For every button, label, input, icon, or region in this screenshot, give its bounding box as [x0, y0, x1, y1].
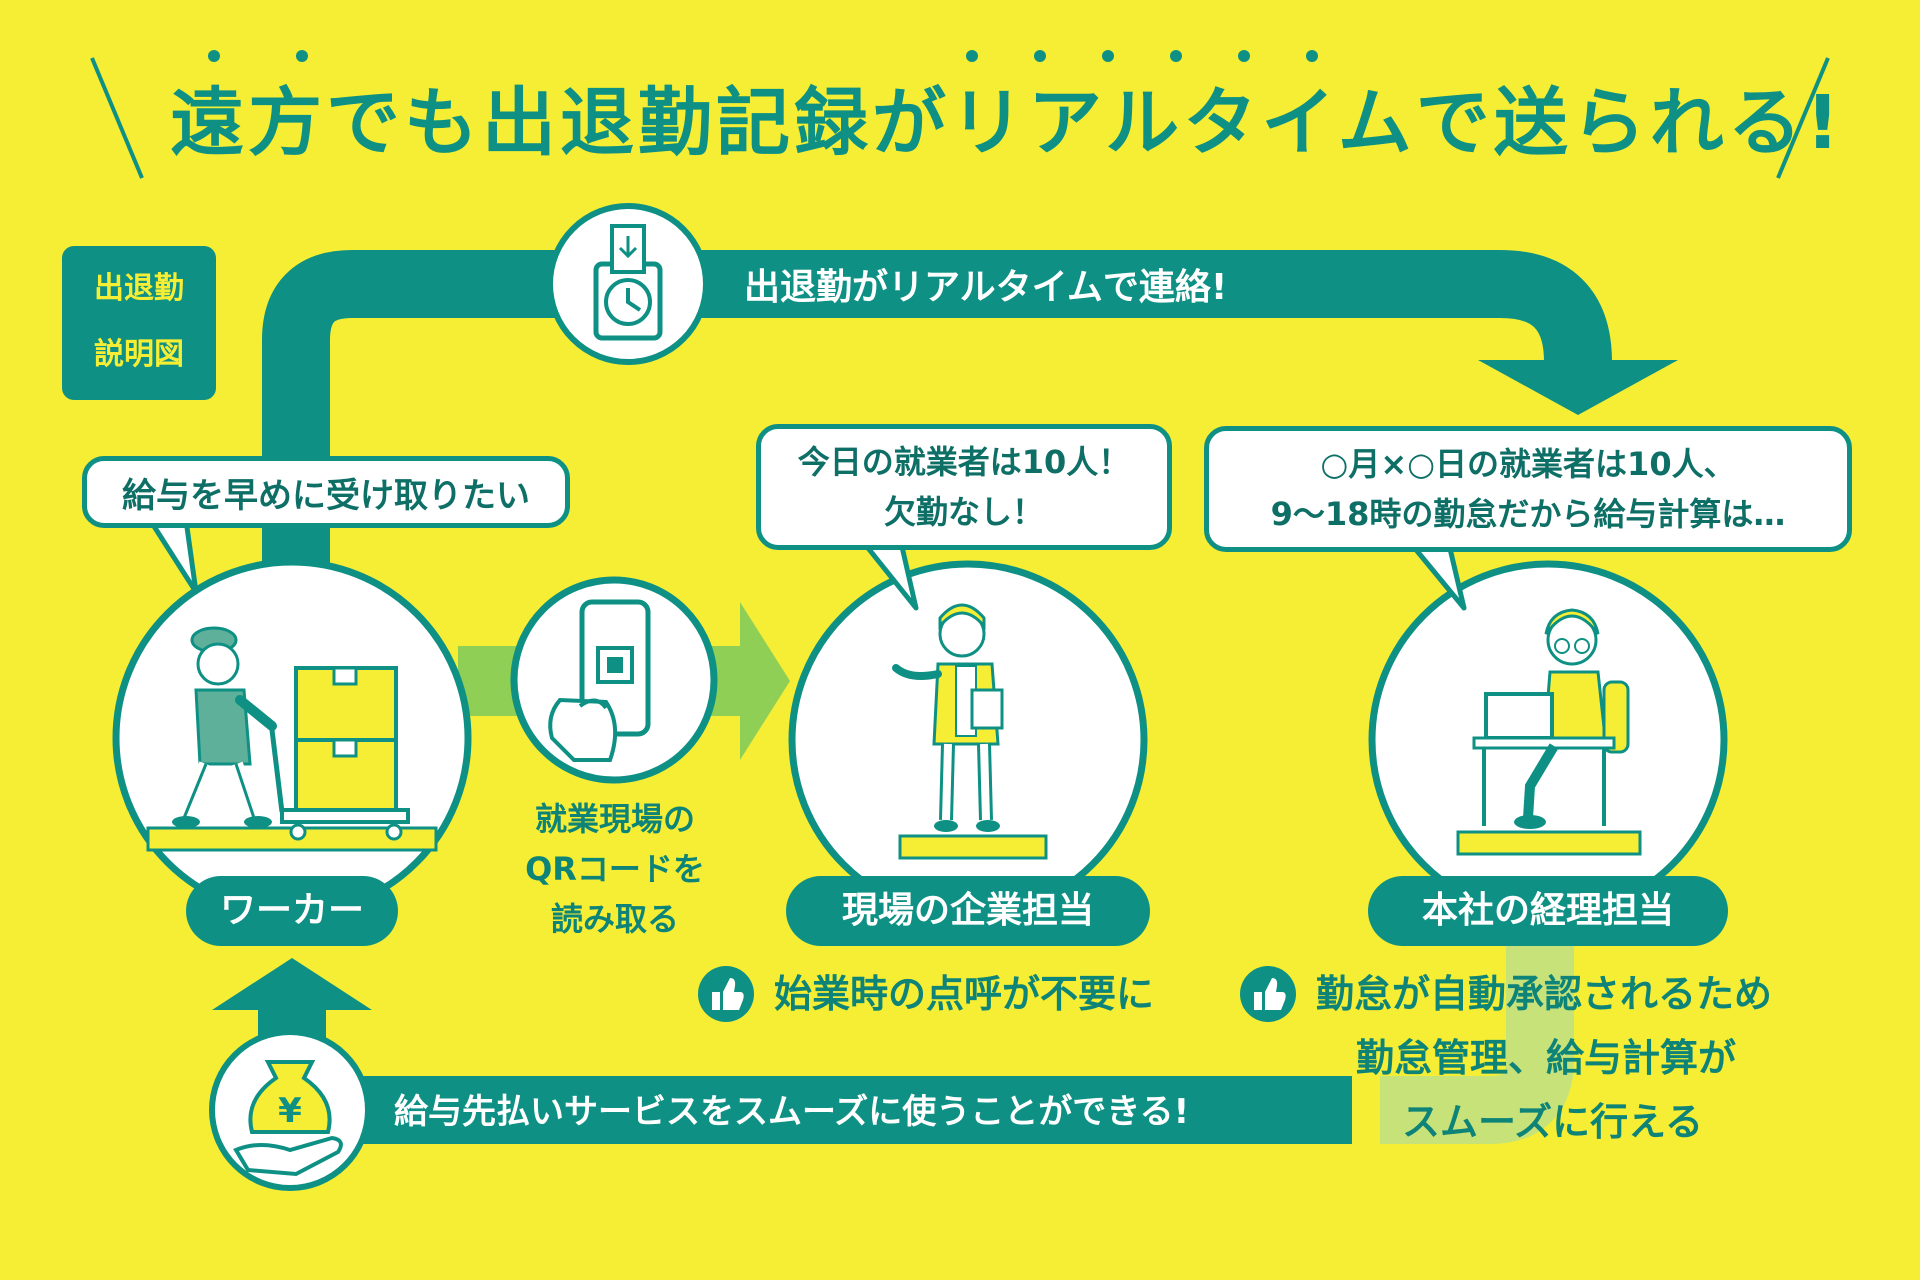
tag-line-1: 出退勤: [94, 271, 184, 306]
title-slash-right: [1776, 57, 1830, 179]
qr-caption-line-3: 読み取る: [550, 900, 679, 938]
svg-text:¥: ¥: [278, 1091, 302, 1131]
site-manager-speech-bubble: 今日の就業者は10人！ 欠勤なし！: [756, 424, 1172, 550]
worker-bubble-text: 給与を早めに受け取りたい: [122, 475, 530, 516]
top-arrow-head: [1478, 360, 1678, 415]
site-bubble-line-2: 欠勤なし！: [883, 493, 1044, 531]
thumbs-up-icon: [698, 966, 754, 1022]
worker-illustration: [112, 558, 472, 918]
page-title: 遠方でも出退勤記録がリアルタイムで送られる!: [170, 80, 1844, 166]
worker-label: ワーカー: [186, 876, 398, 946]
accountant-benefit-line-1: 勤怠が自動承認されるため: [1316, 972, 1773, 1016]
accountant-speech-bubble: ○月×○日の就業者は10人、 9～18時の勤怠だから給与計算は…: [1204, 426, 1852, 552]
diagram-tag: 出退勤 説明図: [62, 246, 216, 400]
site-manager-label: 現場の企業担当: [786, 876, 1150, 946]
worker-speech-bubble: 給与を早めに受け取りたい: [82, 456, 570, 528]
accountant-illustration: [1368, 560, 1728, 920]
yen-money-bag-icon: ¥: [209, 1029, 371, 1191]
time-card-clock-icon: [547, 203, 709, 365]
title-emphasis-dots: [208, 50, 1318, 62]
thumbs-up-icon: [1240, 966, 1296, 1022]
site-bubble-line-1: 今日の就業者は10人！: [797, 443, 1131, 481]
accountant-benefit-line-3: スムーズに行える: [1402, 1100, 1703, 1144]
top-arrow-label: 出退勤がリアルタイムで連絡!: [744, 267, 1228, 308]
faded-flow-path: [1380, 900, 1574, 1144]
title-slash-left: [90, 57, 144, 179]
qr-caption-line-1: 就業現場の: [534, 800, 695, 838]
accountant-bubble-line-2: 9～18時の勤怠だから給与計算は…: [1270, 495, 1786, 533]
qr-caption-line-2: QRコードを: [525, 850, 705, 888]
accountant-benefit: 勤怠が自動承認されるため 勤怠管理、給与計算が スムーズに行える: [1316, 962, 1772, 1154]
qr-step-caption: 就業現場の QRコードを 読み取る: [500, 794, 730, 944]
bottom-arrow-head: [212, 958, 372, 1010]
top-flow-path: [262, 250, 1612, 620]
bottom-arrow-label: 給与先払いサービスをスムーズに使うことができる!: [394, 1092, 1190, 1132]
site-manager-illustration: [788, 560, 1148, 920]
worker-bubble-tail: [147, 517, 199, 595]
accountant-label: 本社の経理担当: [1368, 876, 1728, 946]
accountant-benefit-line-2: 勤怠管理、給与計算が: [1356, 1036, 1737, 1080]
tag-line-2: 説明図: [94, 337, 184, 372]
site-manager-benefit: 始業時の点呼が不要に: [774, 972, 1155, 1016]
bottom-band-tip: [1330, 1076, 1352, 1144]
qr-phone-illustration: [510, 576, 718, 784]
accountant-bubble-line-1: ○月×○日の就業者は10人、: [1320, 445, 1736, 483]
